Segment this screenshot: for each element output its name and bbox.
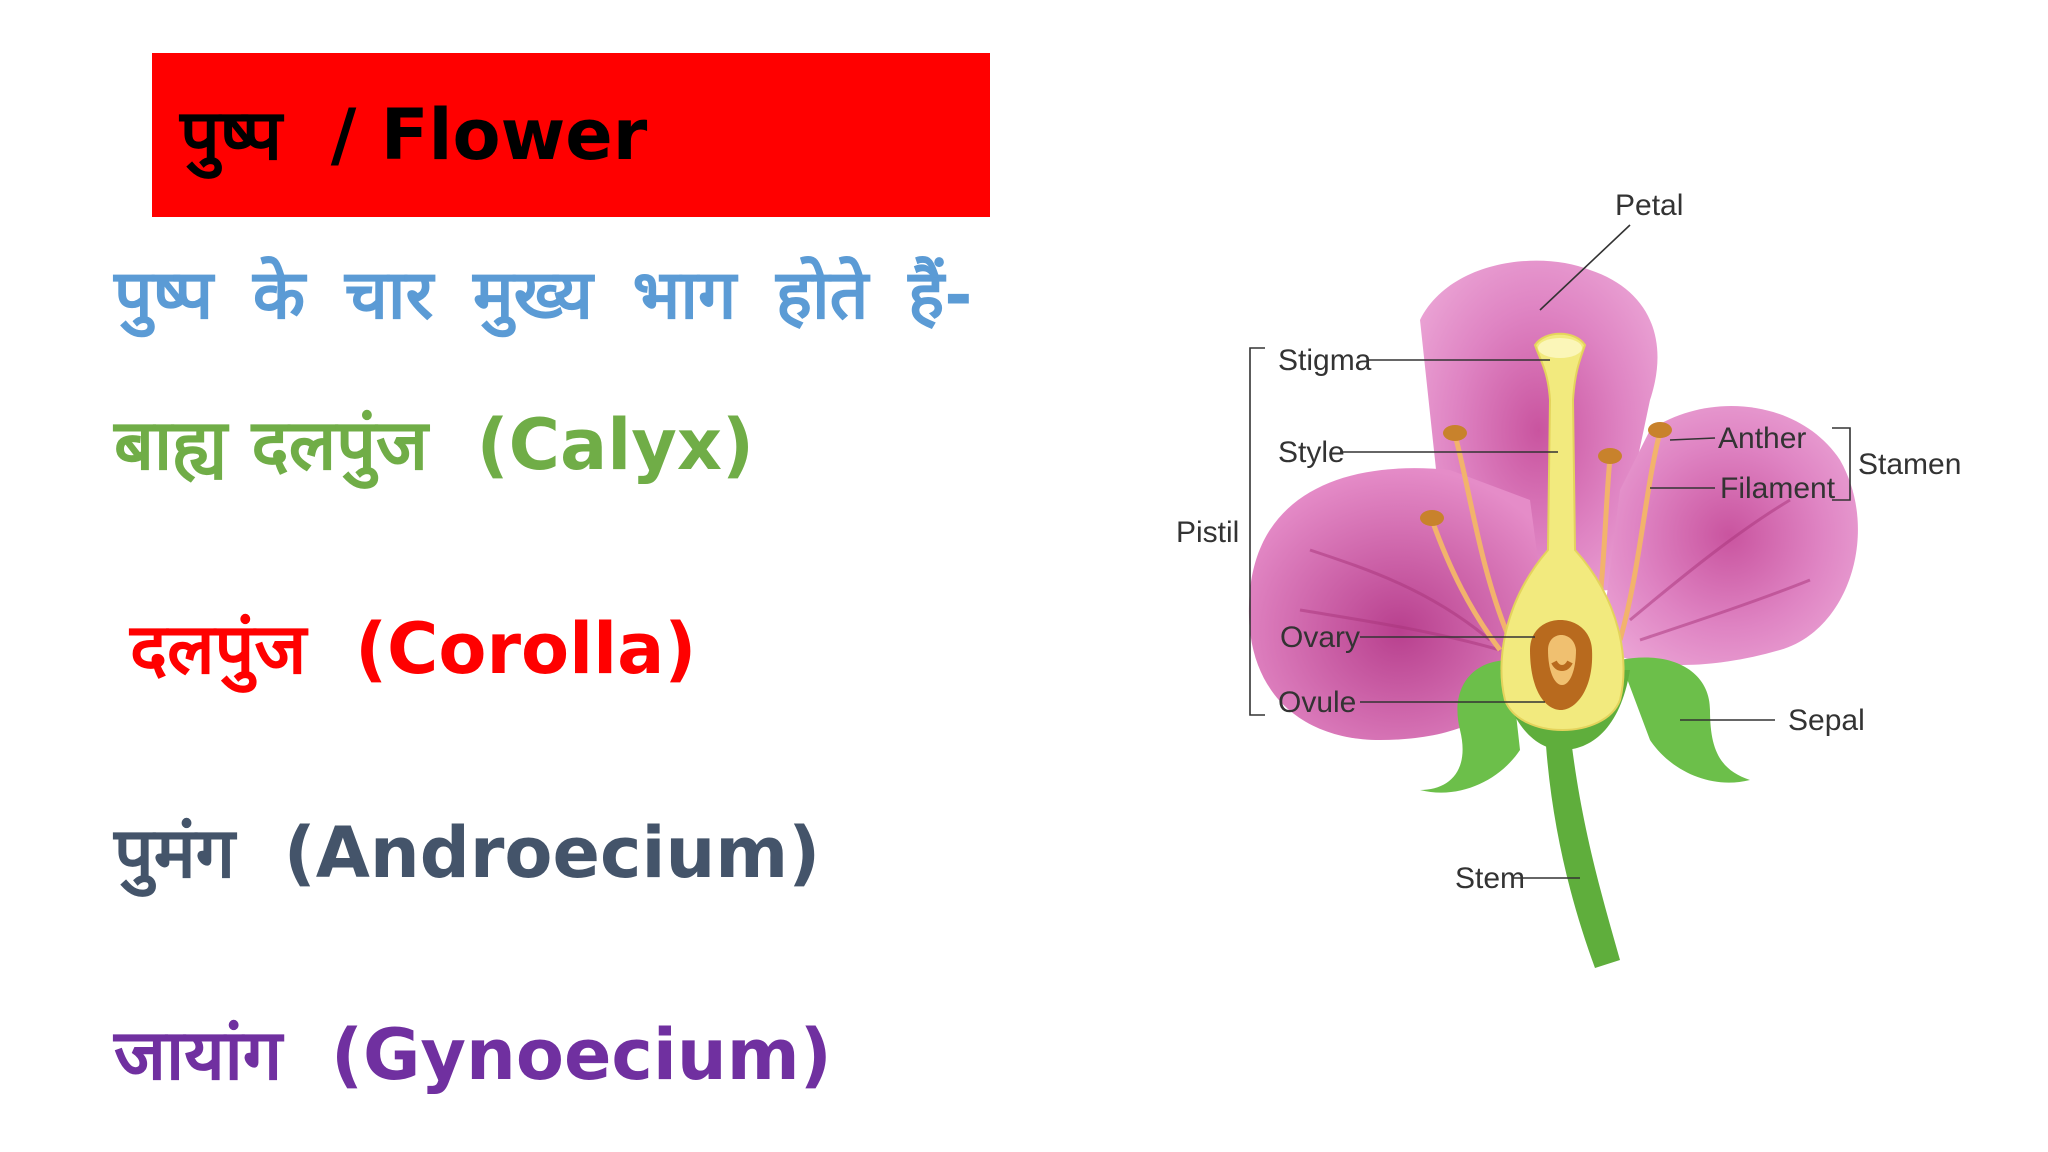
androecium-line: पुमंग (Androecium)	[114, 812, 821, 894]
label-petal: Petal	[1615, 189, 1683, 222]
left-sepal	[1420, 660, 1520, 793]
label-stigma: Stigma	[1278, 344, 1372, 377]
right-petal	[1600, 406, 1858, 665]
label-anther: Anther	[1718, 422, 1806, 455]
label-stem: Stem	[1455, 862, 1525, 895]
label-sepal: Sepal	[1788, 704, 1865, 737]
stem	[1545, 730, 1620, 968]
label-stamen: Stamen	[1858, 448, 1961, 481]
anther	[1443, 425, 1467, 441]
corolla-line: दलपुंज (Corolla)	[130, 608, 697, 690]
calyx-line: बाह्य दलपुंज (Calyx)	[114, 404, 754, 486]
title-banner: पुष्प / Flower	[152, 53, 990, 217]
label-pistil: Pistil	[1176, 516, 1239, 549]
label-ovary: Ovary	[1280, 621, 1360, 654]
leader-lines	[1249, 224, 1851, 879]
label-filament: Filament	[1720, 472, 1836, 505]
flower-diagram: Petal Stigma Style Pistil Ovary Ovule An…	[1150, 170, 1970, 990]
gynoecium-line: जायांग (Gynoecium)	[114, 1014, 832, 1096]
slide-title: पुष्प / Flower	[180, 94, 648, 176]
ovule	[1548, 635, 1576, 685]
stamens	[1420, 422, 1672, 652]
pistil	[1500, 332, 1625, 731]
intro-text: पुष्प के चार मुख्य भाग होते हैं-	[114, 256, 973, 335]
label-style: Style	[1278, 436, 1345, 469]
label-ovule: Ovule	[1278, 686, 1356, 719]
stigma	[1538, 338, 1582, 358]
